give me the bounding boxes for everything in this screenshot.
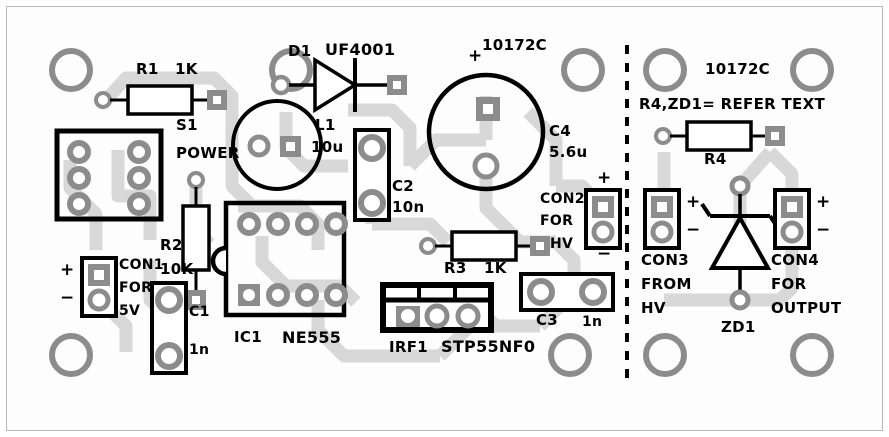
component-c1 (150, 281, 188, 375)
component-r1 (94, 84, 227, 116)
label-l1-ref: L1 (315, 116, 336, 134)
component-r4 (654, 120, 785, 152)
component-con2 (584, 188, 622, 250)
component-c3 (519, 272, 615, 312)
label-r1-value: 1K (175, 60, 198, 78)
label-c1-ref: C1 (189, 304, 210, 320)
label-con4-plus: + (816, 192, 831, 212)
component-con4 (773, 188, 811, 250)
label-con1-value: 5V (119, 303, 141, 319)
label-part-number-right: 10172C (705, 60, 770, 78)
label-con2-for: FOR (540, 213, 574, 229)
label-con4-for: FOR (771, 275, 807, 293)
component-r3 (419, 230, 550, 262)
label-r1-ref: R1 (136, 60, 159, 78)
component-zd1 (700, 175, 780, 311)
label-con1-plus: + (60, 260, 75, 280)
label-c4-ref: C4 (549, 122, 572, 140)
label-r4-ref: R4 (704, 150, 727, 168)
component-c4 (426, 72, 546, 192)
component-con1 (80, 256, 118, 318)
label-con3-plus: + (686, 192, 701, 212)
label-con2-plus: + (597, 168, 612, 188)
label-con3-from: FROM (641, 275, 692, 293)
mounting-holes (49, 48, 834, 377)
label-irf1-value: STP55NF0 (441, 337, 536, 356)
label-note-right: R4,ZD1= REFER TEXT (639, 95, 825, 113)
component-con3 (643, 188, 681, 250)
label-l1-value: 10u (311, 138, 344, 156)
label-con1-minus: − (60, 288, 75, 308)
label-s1-value: POWER (176, 144, 240, 162)
component-s1 (54, 128, 205, 222)
label-c4-plus: + (468, 46, 483, 66)
label-part-number-left: 10172C (482, 36, 547, 54)
label-r3-ref: R3 (444, 259, 467, 277)
label-ic1-value: NE555 (282, 328, 342, 347)
label-con4-value: OUTPUT (771, 299, 842, 317)
label-con2-minus: − (597, 244, 612, 264)
label-r2-ref: R2 (160, 236, 183, 254)
component-c2 (353, 128, 391, 222)
label-s1-ref: S1 (176, 116, 198, 134)
label-c3-ref: C3 (536, 311, 559, 329)
component-irf1 (380, 282, 494, 333)
label-con2-value: HV (550, 236, 574, 252)
component-r2 (181, 187, 211, 310)
component-d1 (270, 56, 407, 114)
label-con3-minus: − (686, 220, 701, 240)
label-irf1-ref: IRF1 (389, 338, 429, 356)
label-r2-value: 10K (160, 260, 194, 278)
label-con1-ref: CON1 (119, 257, 164, 273)
component-ic1 (210, 200, 348, 318)
component-l1 (231, 99, 323, 191)
label-c1-value: 1n (189, 342, 210, 358)
label-con2-ref: CON2 (540, 191, 585, 207)
label-ic1-ref: IC1 (234, 328, 262, 346)
label-c4-value: 5.6u (549, 143, 588, 161)
label-c3-value: 1n (582, 314, 603, 330)
label-con1-for: FOR (119, 280, 153, 296)
label-d1-ref: D1 (288, 42, 312, 60)
label-r3-value: 1K (484, 259, 507, 277)
label-con3-hv: HV (641, 299, 666, 317)
label-c2-ref: C2 (392, 177, 415, 195)
label-c2-value: 10n (392, 198, 425, 216)
label-con4-ref: CON4 (771, 251, 819, 269)
label-zd1-ref: ZD1 (721, 318, 756, 336)
label-d1-value: UF4001 (325, 40, 396, 59)
label-con4-minus: − (816, 220, 831, 240)
label-con3-ref: CON3 (641, 251, 689, 269)
